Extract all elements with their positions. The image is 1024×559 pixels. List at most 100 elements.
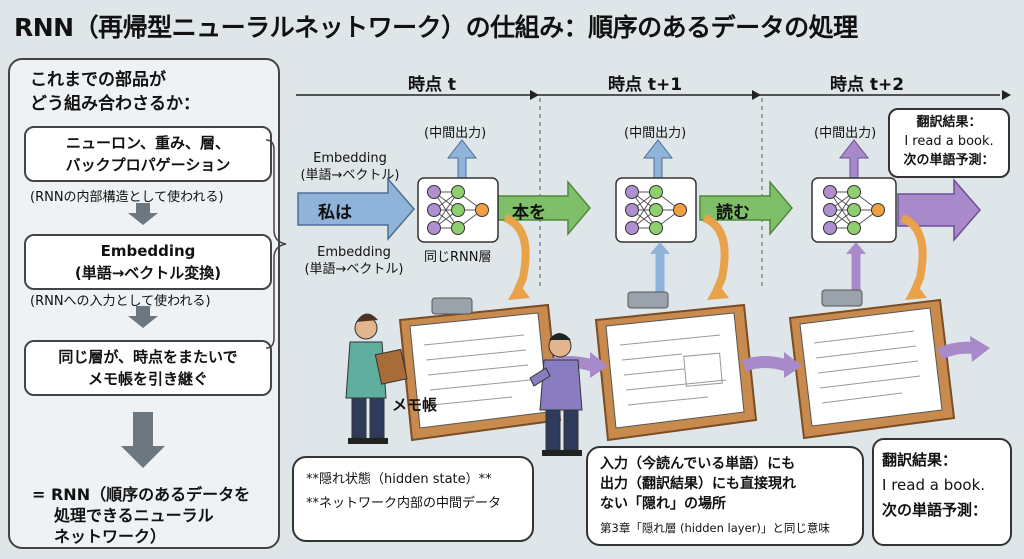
same-layer-box-line2: メモ帳を引き継ぐ: [87, 370, 208, 388]
embedding-top-line2: (単語→ベクトル): [300, 168, 400, 183]
neural-net-icons: [427, 185, 885, 235]
translation-result-bottom: 翻訳結果： I read a book. 次の単語予測：: [872, 438, 1012, 546]
memo-write-arrow-3: [900, 214, 927, 294]
memo-transfer-head-3: [970, 336, 990, 362]
memo-write-arrow-2: [702, 214, 729, 294]
net-node-1-0-1: [427, 203, 441, 217]
memo-write-head-3: [905, 282, 927, 300]
embedding-bottom-line2: (単語→ベクトル): [304, 262, 404, 277]
net-node-3-1-0: [847, 185, 861, 199]
net-node-3-1-1: [847, 203, 861, 217]
net-node-1-2-0: [475, 203, 489, 217]
clipboard-2: [594, 291, 758, 442]
panel-down-arrows: [121, 203, 165, 468]
person-man-illustration: [529, 333, 583, 456]
mid-output-arrow-1: [446, 139, 478, 181]
net-node-2-1-0: [649, 185, 663, 199]
embedding-bottom-line1: Embedding: [317, 245, 391, 260]
components-box: ニューロン、重み、層、 バックプロパゲーション: [24, 126, 272, 182]
hidden-place-bubble: 入力（今読んでいる単語）にも 出力（翻訳結果）にも直接現れ ない「隠れ」の場所 …: [586, 446, 864, 546]
down-arrow-3: [121, 412, 165, 468]
word-hon-wo: 本を: [512, 203, 546, 223]
time-label-t2: 時点 t+2: [830, 75, 905, 95]
mid-output-label-1: (中間出力): [424, 126, 487, 141]
net-node-2-1-2: [649, 221, 663, 235]
net-node-3-1-2: [847, 221, 861, 235]
net-node-3-0-0: [823, 185, 837, 199]
memo-write-head-1: [508, 282, 530, 300]
embedding-box-line1: Embedding: [100, 242, 196, 260]
net-node-1-1-1: [451, 203, 465, 217]
net-node-3-0-1: [823, 203, 837, 217]
down-arrow-2: [128, 306, 158, 328]
net-node-1-0-2: [427, 221, 441, 235]
result-bottom-line1: 翻訳結果：: [882, 451, 958, 469]
io-bubble-line4: 第3章「隠れ層 (hidden layer)」と同じ意味: [600, 521, 830, 535]
rnn-conclusion: = RNN（順序のあるデータを 処理できるニューラル ネットワーク）: [32, 484, 250, 547]
io-bubble-line3: ない「隠れ」の場所: [600, 496, 726, 512]
time-label-t1: 時点 t+1: [608, 75, 683, 95]
result-bottom-line3: 次の単語予測：: [882, 501, 988, 519]
input-note: (RNNへの入力として使われる): [30, 294, 211, 309]
net-node-1-0-0: [427, 185, 441, 199]
net-node-1-1-2: [451, 221, 465, 235]
hidden-state-bubble: **隠れ状態（hidden state）** **ネットワーク内部の中間データ: [292, 456, 534, 542]
memo-transfer-arrow-2: [741, 356, 790, 372]
down-arrow-1: [128, 203, 158, 225]
net-node-2-2-0: [673, 203, 687, 217]
embedding-box-line2: (単語→ベクトル変換): [74, 264, 222, 282]
left-panel: これまでの部品が どう組み合わさるか： ニューロン、重み、層、 バックプロパゲー…: [8, 58, 280, 549]
input-arrow-1: [297, 176, 415, 242]
same-layer-box: 同じ層が、時点をまたいで メモ帳を引き継ぐ: [24, 340, 272, 396]
embedding-label-top: Embedding (単語→ベクトル): [290, 150, 410, 184]
memo-label: メモ帳: [392, 396, 438, 414]
rnn-conclusion-line2: 処理できるニューラル: [54, 506, 214, 525]
result-top-line3: 次の単語予測：: [903, 153, 995, 168]
output-arrow: [897, 177, 981, 243]
io-bubble-line2: 出力（翻訳結果）にも直接現れ: [600, 476, 796, 492]
embedding-top-line1: Embedding: [313, 151, 387, 166]
embedding-label-bottom: Embedding (単語→ベクトル): [294, 244, 414, 278]
same-layer-box-line1: 同じ層が、時点をまたいで: [58, 348, 238, 366]
translation-result-top: 翻訳結果： I read a book. 次の単語予測：: [888, 108, 1010, 178]
word-watashi-wa: 私は: [318, 203, 352, 223]
result-top-line1: 翻訳結果：: [916, 115, 982, 130]
hidden-bubble-line2: **ネットワーク内部の中間データ: [306, 496, 502, 511]
net-node-1-1-0: [451, 185, 465, 199]
components-box-line1: ニューロン、重み、層、: [65, 134, 231, 152]
hidden-bubble-line1: **隠れ状態（hidden state）**: [306, 472, 492, 487]
clipboard-3: [788, 289, 956, 440]
mid-output-label-2: (中間出力): [624, 126, 687, 141]
memo-write-head-2: [707, 282, 729, 300]
panel-heading-line2: どう組み合わさるか：: [30, 94, 200, 114]
net-node-3-0-2: [823, 221, 837, 235]
panel-heading-line1: これまでの部品が: [30, 70, 166, 90]
same-rnn-layer-label: 同じRNN層: [424, 250, 492, 265]
panel-heading: これまでの部品が どう組み合わさるか：: [30, 68, 200, 116]
embedding-box: Embedding (単語→ベクトル変換): [24, 234, 272, 290]
rnn-conclusion-line1: = RNN（順序のあるデータを: [32, 485, 251, 504]
result-top-line2: I read a book.: [904, 134, 994, 149]
rnn-conclusion-line3: ネットワーク）: [54, 527, 167, 546]
net-node-2-0-0: [625, 185, 639, 199]
clipboard-scribbles: [423, 330, 921, 406]
word-yomu: 読む: [716, 203, 750, 223]
person-woman-illustration: [345, 313, 408, 444]
time-label-t: 時点 t: [408, 75, 457, 95]
components-box-line2: バックプロパゲーション: [65, 156, 231, 174]
io-bubble-line1: 入力（今読んでいる単語）にも: [600, 456, 796, 472]
mid-output-arrow-2: [642, 139, 674, 181]
result-bottom-line2: I read a book.: [882, 476, 986, 494]
bracket-connector: [265, 139, 287, 349]
net-node-3-2-0: [871, 203, 885, 217]
memo-transfer-arrow-3: [937, 341, 975, 360]
net-node-2-0-2: [625, 221, 639, 235]
net-node-2-1-1: [649, 203, 663, 217]
internal-structure-note: (RNNの内部構造として使われる): [30, 190, 224, 205]
memo-transfer-head-2: [784, 352, 802, 378]
mid-output-label-3: (中間出力): [814, 126, 877, 141]
memo-read-head-2: [650, 242, 670, 254]
memo-write-arrow-1: [503, 214, 530, 294]
net-node-2-0-1: [625, 203, 639, 217]
